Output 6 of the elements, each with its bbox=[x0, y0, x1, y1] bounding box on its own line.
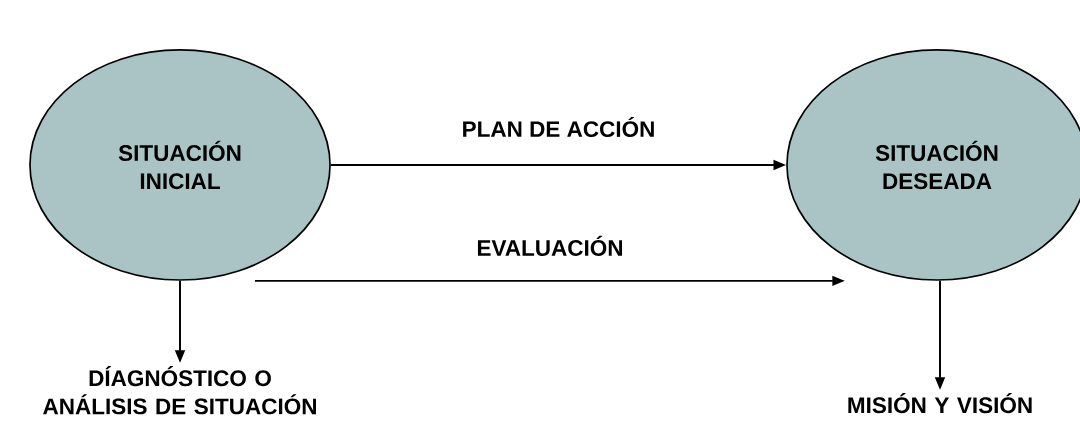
caption-text: MISIÓN Y VISIÓN bbox=[848, 393, 1032, 414]
circle-node: SITUACIÓN DESEADA bbox=[786, 49, 1080, 281]
edge-label: PLAN DE ACCIÓN bbox=[463, 116, 654, 138]
edge-label: EVALUACIÓN bbox=[477, 235, 623, 256]
caption-text: DÍAGNÓSTICO O ANÁLISIS DE SITUACIÓN bbox=[43, 366, 316, 415]
circle-node: SITUACIÓN INICIAL bbox=[29, 49, 331, 281]
